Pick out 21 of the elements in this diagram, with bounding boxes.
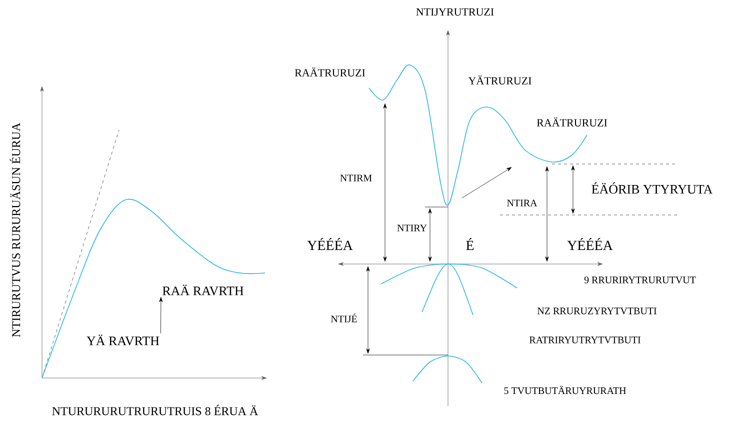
curve-label: RAÄ RAVRTH [162, 284, 244, 296]
text-label: YÉÉÉA [307, 238, 353, 250]
text-label: YÄTRURUZI [468, 76, 532, 85]
text-label: RATRIRYUTRYTVTBUTI [529, 336, 640, 344]
axis-label: NTIJYRUTRUZI [416, 8, 494, 16]
text-label: 9 RRURIRYTRURUTVUT [584, 276, 696, 284]
text-label: É [466, 238, 474, 250]
curve-label: YÄ RAVRTH [86, 334, 160, 346]
text-label: 5 TVUTBUTÄRUYRURATH [504, 386, 626, 394]
text-label: YÉÉÉA [567, 238, 613, 250]
text-label: RAÄTRURUZI [294, 68, 366, 77]
text-label: NTIRM [340, 174, 372, 182]
axis-label: NTIRURUTVUS RURURUÄSUN ÉURUA [10, 122, 20, 337]
text-label: NTIRY [397, 224, 427, 232]
text-label: ÉÄÓRIB YTYRYUTA [592, 182, 713, 194]
arrow [159, 297, 163, 334]
text-label: NTIJÉ [330, 314, 357, 322]
text-label: RAÄTRURUZI [536, 118, 608, 127]
text-label: NTIRA [507, 200, 538, 206]
axis-label: NTURURURUTRURUTRUIS 8 ÉRUA Ä [52, 404, 258, 416]
text-label: NZ RRURUZYRYTVTBUTI [537, 308, 656, 314]
